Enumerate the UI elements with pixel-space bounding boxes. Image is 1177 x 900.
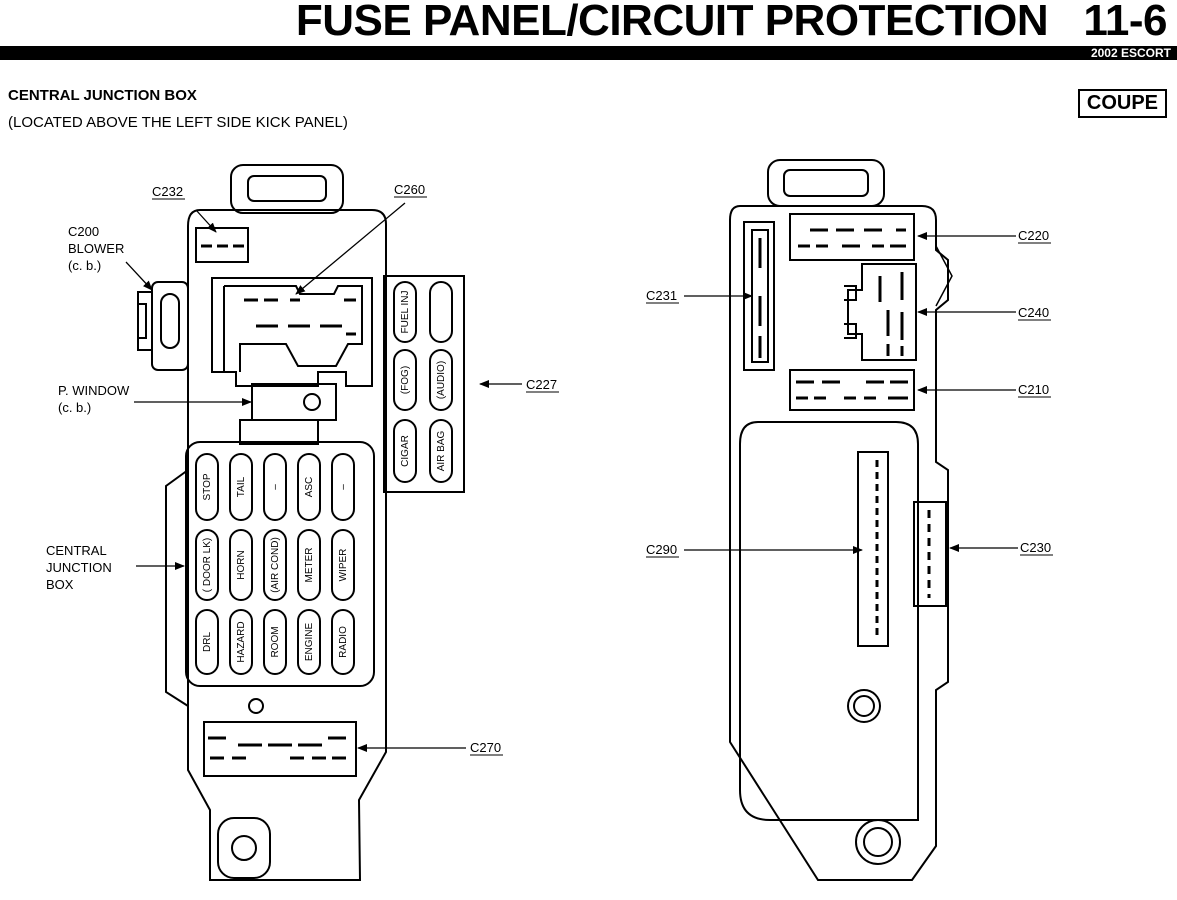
rear-view	[729, 159, 949, 881]
rear-pin-dashes	[758, 228, 931, 640]
page-number: 11-6	[1083, 0, 1167, 45]
fuse-tail: TAIL	[236, 476, 247, 497]
side-fuse-audio: (AUDIO)	[436, 361, 447, 399]
fuse-wiper: WIPER	[338, 549, 349, 582]
section-title: CENTRAL JUNCTION BOX	[8, 87, 197, 104]
main-fuse-outlines	[195, 453, 355, 675]
side-fuse-air-bag: AIR BAG	[436, 431, 447, 472]
fuse-spare-1: –	[270, 484, 281, 490]
front-view	[137, 164, 465, 881]
fuse-asc: ASC	[304, 477, 315, 498]
side-fuse-fog: (FOG)	[400, 366, 411, 394]
side-fuse-fuel-inj: FUEL INJ	[400, 291, 411, 334]
pin-dashes	[201, 244, 356, 760]
fuse-radio: RADIO	[338, 626, 349, 658]
label-c290: C290	[646, 542, 677, 557]
title-bar	[0, 46, 1177, 60]
label-pwindow-line1: P. WINDOW	[58, 383, 130, 398]
label-c232: C232	[152, 184, 183, 199]
label-cjb-line1: CENTRAL	[46, 543, 107, 558]
page-title: FUSE PANEL/CIRCUIT PROTECTION 11-6	[295, 0, 1168, 46]
label-c210: C210	[1018, 382, 1049, 397]
label-c270: C270	[470, 740, 501, 755]
label-c220: C220	[1018, 228, 1049, 243]
fuse-hazard: HAZARD	[236, 621, 247, 662]
label-c230: C230	[1020, 540, 1051, 555]
label-underlines-left	[152, 196, 559, 756]
fuse-horn: HORN	[236, 550, 247, 579]
fuse-spare-2: –	[338, 484, 349, 490]
c240-bracket	[935, 245, 953, 307]
label-c260: C260	[394, 182, 425, 197]
fuse-air-cond: (AIR COND)	[270, 537, 281, 593]
label-pwindow-line2: (c. b.)	[58, 400, 91, 415]
fuse-meter: METER	[304, 548, 315, 583]
fuse-stop: STOP	[202, 473, 213, 500]
label-underlines-right	[646, 242, 1053, 558]
label-c200-line3: (c. b.)	[68, 258, 101, 273]
right-leaders	[684, 232, 1018, 554]
side-fuse-cigar: CIGAR	[400, 435, 411, 467]
label-c200-line1: C200	[68, 224, 99, 239]
left-leaders	[125, 202, 522, 752]
header-title: FUSE PANEL/CIRCUIT PROTECTION	[295, 0, 1049, 45]
section-subtitle: (LOCATED ABOVE THE LEFT SIDE KICK PANEL)	[8, 114, 348, 131]
fuse-door-lk: ( DOOR LK)	[202, 538, 213, 592]
body-style-badge: COUPE	[1077, 89, 1167, 118]
label-cjb-line2: JUNCTION	[46, 560, 112, 575]
fuse-room: ROOM	[270, 626, 281, 657]
vehicle-model: 2002 ESCORT	[1090, 46, 1171, 60]
fuse-engine: ENGINE	[304, 623, 315, 662]
label-c227: C227	[526, 377, 557, 392]
label-c200-line2: BLOWER	[68, 241, 124, 256]
label-cjb-line3: BOX	[46, 577, 74, 592]
label-c240: C240	[1018, 305, 1049, 320]
side-fuse-outlines	[393, 281, 453, 483]
fuse-drl: DRL	[202, 632, 213, 652]
label-c231: C231	[646, 288, 677, 303]
